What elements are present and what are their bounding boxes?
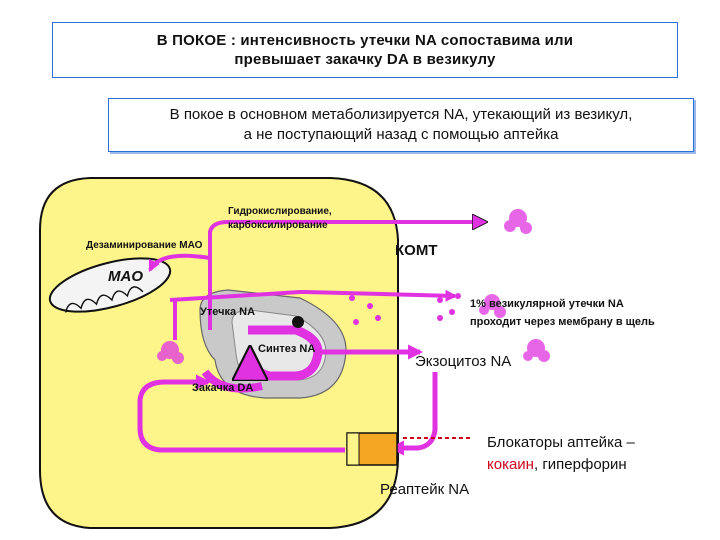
subtitle-line-2: а не поступающий назад с помощью аптейка xyxy=(243,126,559,143)
label-na-leak: Утечка NA xyxy=(200,306,256,318)
label-leak-1pct-1: 1% везикулярной утечки NA xyxy=(470,298,624,310)
label-blockers-1: Блокаторы аптейка – xyxy=(487,434,635,451)
deamination-arrow xyxy=(148,253,211,273)
synthesis-site xyxy=(292,316,304,328)
label-leak-1pct-2: проходит через мембрану в щель xyxy=(470,316,655,328)
label-hydroxylation-1: Гидрокислирование, xyxy=(228,206,332,217)
title-line-1: В ПОКОЕ : интенсивность утечки NA сопост… xyxy=(156,32,574,49)
label-komt: КОМТ xyxy=(395,242,438,259)
title-box: В ПОКОЕ : интенсивность утечки NA сопост… xyxy=(52,22,678,78)
label-exocytosis: Экзоцитоз NA xyxy=(415,353,512,370)
label-reuptake: Реаптейк NA xyxy=(380,481,470,498)
label-blockers-2: кокаин, гиперфорин xyxy=(487,456,627,473)
na-molecules xyxy=(349,293,461,325)
label-da-uptake: Закачка DA xyxy=(192,382,254,394)
title-line-2: превышает закачку DA в везикулу xyxy=(234,51,496,68)
reuptake-transporter xyxy=(346,432,398,466)
subtitle-box: В покое в основном метаболизируется NA, … xyxy=(108,98,694,152)
label-cocaine: кокаин xyxy=(487,456,534,473)
vesicle-cycle-arrow xyxy=(248,325,323,376)
metabolite-clouds xyxy=(157,209,550,364)
hydroxylation-arrow xyxy=(208,222,485,330)
synaptic-return-arrow xyxy=(389,372,438,456)
subtitle-line-1: В покое в основном метаболизируется NA, … xyxy=(169,106,633,123)
label-na-synthesis: Синтез NA xyxy=(258,343,316,355)
label-deamination: Дезаминирование МАО xyxy=(86,240,203,251)
mitochondrion-mao xyxy=(48,257,172,313)
label-hydroxylation-2: карбоксилирование xyxy=(228,220,328,231)
label-mao: MAO xyxy=(108,268,143,285)
reuptake-loop-arrow xyxy=(137,374,345,453)
label-hyperforin: , гиперфорин xyxy=(533,456,627,473)
leak-to-komt-arrow xyxy=(169,289,458,302)
